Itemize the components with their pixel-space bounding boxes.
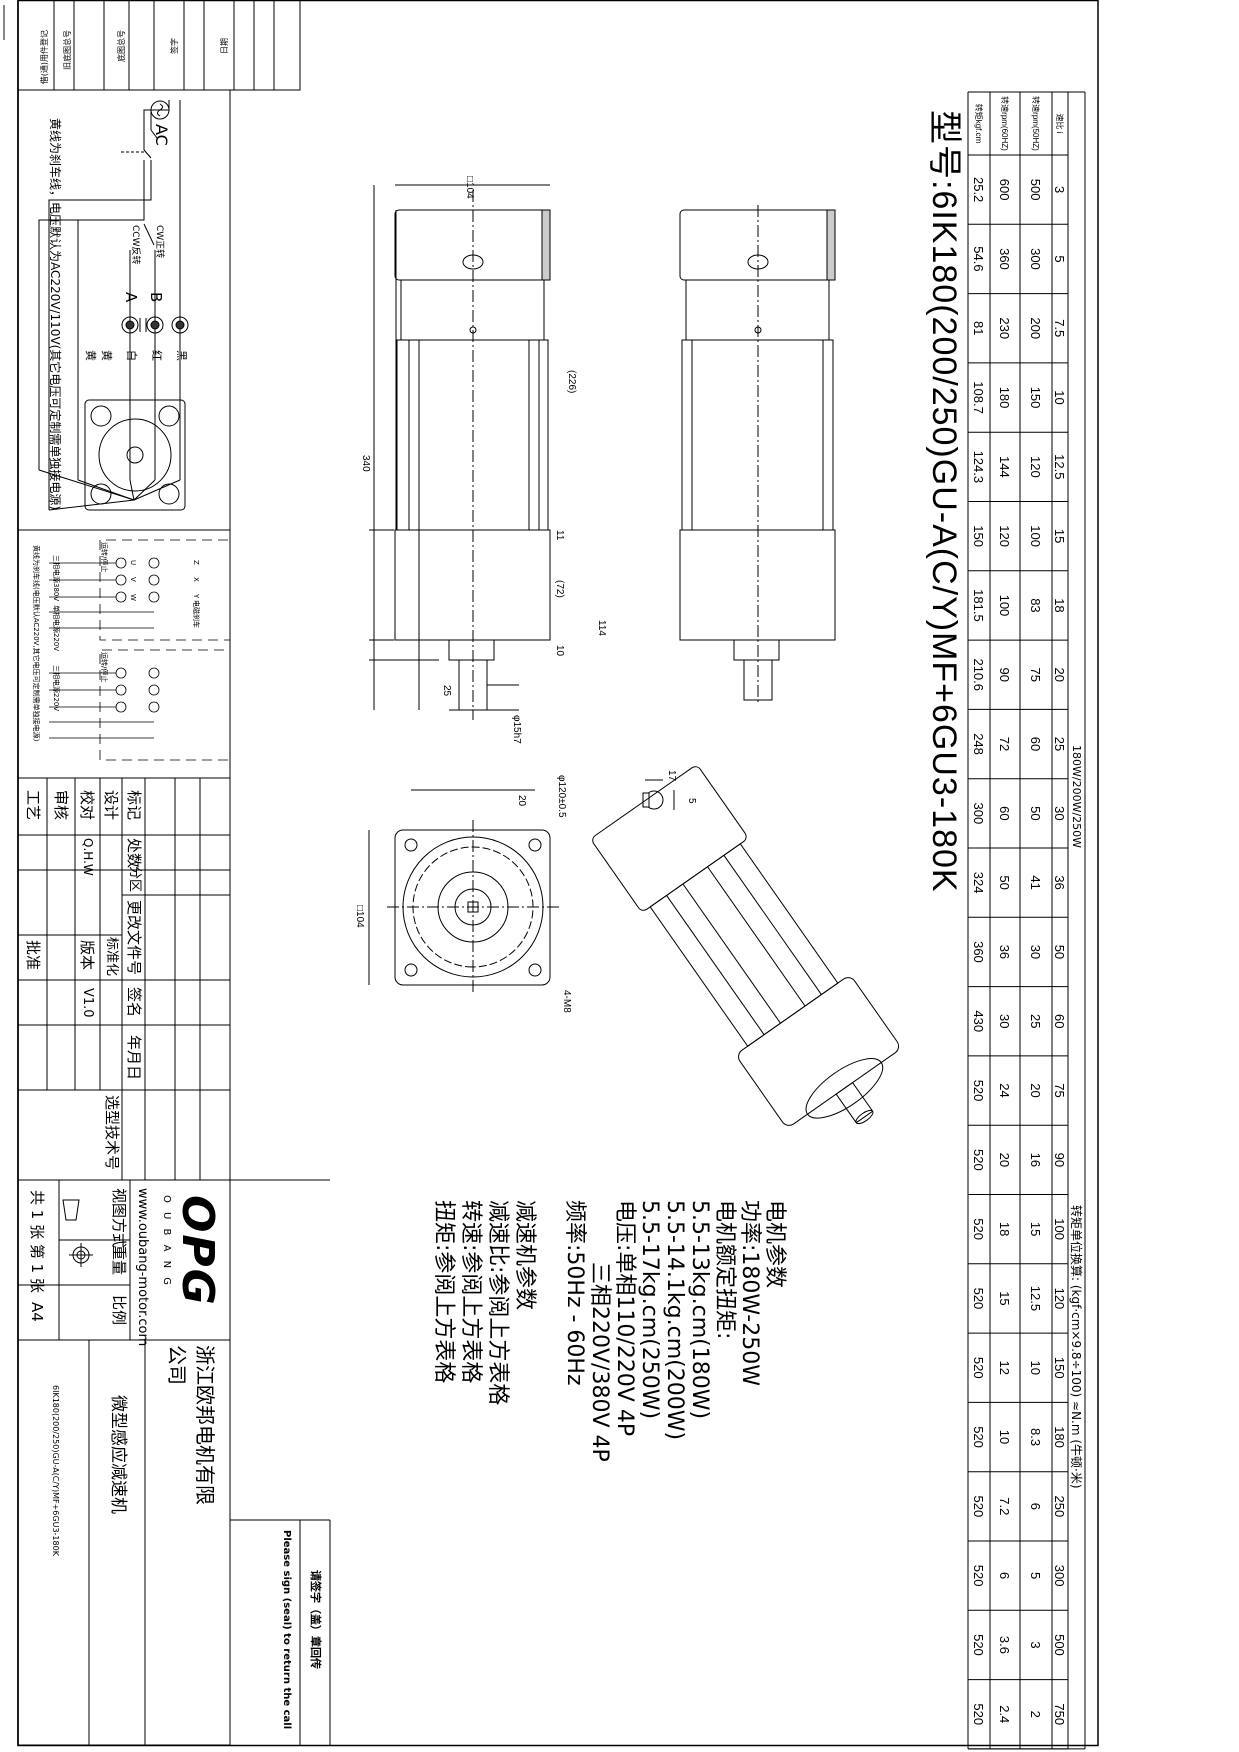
dim-10: 10 xyxy=(554,645,565,657)
tb-design: 设计 xyxy=(102,790,120,821)
spec-torque-250: 5.5-17kg.cm(250W) xyxy=(637,1200,662,1420)
sign-request-cn: 请签字（盖）章回传 xyxy=(309,1570,322,1669)
terminal-x: X xyxy=(192,577,200,582)
tb-date: 年月日 xyxy=(125,1035,143,1081)
dim-25: 25 xyxy=(441,685,452,697)
three-phase-note: 黄线为刹车线(电压默认AC220V,其它电压可定制需单独接电源) xyxy=(32,545,40,742)
wire-yellow-label: 黄 xyxy=(100,350,113,361)
spec-gear-torque: 扭矩:参阅上方表格 xyxy=(431,1200,456,1384)
dim-overall: 340 xyxy=(360,455,371,472)
tb-paper: A4 xyxy=(28,1302,46,1322)
wiring-diagram xyxy=(38,100,189,511)
spec-torque-200: 5.5-14.1kg.cm(200W) xyxy=(662,1200,687,1441)
dim-72: (72) xyxy=(554,580,565,598)
wire-red-label: 红 xyxy=(150,350,163,361)
terminal-b-label: B xyxy=(147,292,165,303)
wiring-note: 黄线为刹车线，电压默认为AC220V/110V(其它电压可定制需单独接电源) xyxy=(48,118,62,511)
dim-key-width: 17 xyxy=(666,770,677,782)
terminal-z: Z xyxy=(192,560,200,565)
wiring-cw-label: CW正转 xyxy=(154,225,164,259)
wiring-ccw-label: CCW反转 xyxy=(130,225,140,265)
tb-mark: 标记 xyxy=(125,790,143,821)
tb-selection-no: 选型技术号 xyxy=(103,1095,121,1171)
tb-approve: 批准 xyxy=(24,940,42,971)
spec-frequency: 频率:50Hz - 60Hz xyxy=(562,1200,587,1386)
spec-voltage: 电压:单相110/220V 4P xyxy=(612,1200,637,1437)
tb-weight: 重量 xyxy=(110,1245,128,1276)
tb-sign: 签名 xyxy=(125,987,143,1018)
single-220-label: 单相电源220V xyxy=(52,605,60,652)
terminal-a-label: A xyxy=(122,292,140,303)
terminal-u: U xyxy=(129,560,137,566)
company-logo: OPG xyxy=(172,1195,223,1307)
run-stop-label: 运转/停止 xyxy=(100,542,108,573)
tb-checker-name: Q.H.W xyxy=(81,838,95,876)
tb-review: 审核 xyxy=(52,790,70,821)
three-phase-diagram xyxy=(49,539,231,761)
model-small: 6IK180(200/250)GU-A(C/Y)MF+6GU3-180K xyxy=(51,1385,60,1556)
dim-shaft: φ15h7 xyxy=(511,715,522,744)
dim-holes: 4-M8 xyxy=(561,990,572,1013)
spec-power: 功率:180W-250W xyxy=(737,1200,762,1386)
dim-flange: □104 xyxy=(354,905,365,928)
tb-count: 处数 xyxy=(125,838,143,869)
spec-motor-heading: 电机参数 xyxy=(762,1200,787,1289)
company-name: 浙江欧邦电机有限公司 xyxy=(165,1345,217,1505)
dim-motor-length: (226) xyxy=(566,370,577,393)
terminal-w: W xyxy=(129,594,137,601)
dim-key-height: 5 xyxy=(686,798,697,804)
tb-scale: 比例 xyxy=(110,1295,128,1326)
sign-request-en: Please sign (seal) to return the call xyxy=(281,1530,292,1730)
motor-side-view xyxy=(369,184,551,720)
dim-square: □104 xyxy=(464,176,475,199)
dim-pcd: φ120±0.5 xyxy=(556,775,567,818)
tb-version-label: 版本 xyxy=(78,940,96,971)
dim-11: 11 xyxy=(554,530,565,541)
wire-yellow-label-2: 黄 xyxy=(84,350,97,361)
spec-voltage-3ph: 三相220V/380V 4P xyxy=(587,1262,612,1462)
terminal-v: V xyxy=(129,577,137,582)
run-stop-label-2: 运转/停止 xyxy=(100,652,108,683)
spec-torque-180: 5.5-13kg.cm(180W) xyxy=(687,1200,712,1420)
supply-380-label: 三相电源380V xyxy=(52,555,60,602)
logo-subtitle: O U B A N G xyxy=(161,1195,172,1289)
motor-side-view-2 xyxy=(679,205,836,705)
spec-speed: 转速:参阅上方表格 xyxy=(458,1200,483,1384)
tb-standard: 标准化 xyxy=(104,937,119,977)
motor-isometric-view xyxy=(592,766,900,1126)
company-website[interactable]: www.oubang-motor.com xyxy=(135,1188,150,1347)
motor-front-view xyxy=(368,789,559,995)
title-block-grid xyxy=(17,777,331,1746)
spec-gear-ratio: 减速比:参阅上方表格 xyxy=(485,1200,510,1406)
terminal-y: Y xyxy=(192,594,200,599)
spec-rated-torque: 电机额定扭矩: xyxy=(712,1200,737,1340)
supply-220-label: 三相电源220V xyxy=(52,665,60,712)
tb-version: V1.0 xyxy=(80,988,95,1018)
dim-114: 114 xyxy=(596,620,607,636)
tb-change-doc: 更改文件号 xyxy=(125,900,143,976)
tb-zone: 分区 xyxy=(127,866,142,893)
tb-sheets: 共 1 张 第 1 张 xyxy=(28,1190,46,1293)
brake-label: 电磁刹车 xyxy=(192,600,200,628)
dim-20: 20 xyxy=(516,795,527,807)
spec-gear-heading: 减速机参数 xyxy=(512,1200,537,1311)
tb-view-method: 视图方式 xyxy=(110,1188,128,1249)
tb-process: 工艺 xyxy=(24,790,42,821)
product-name: 微型感应减速机 xyxy=(108,1395,128,1514)
wire-white-label: 白 xyxy=(125,350,138,361)
wiring-ac-label: AC xyxy=(152,124,171,146)
wire-black-label: 黑 xyxy=(175,350,188,361)
tb-check: 校对 xyxy=(78,790,96,821)
